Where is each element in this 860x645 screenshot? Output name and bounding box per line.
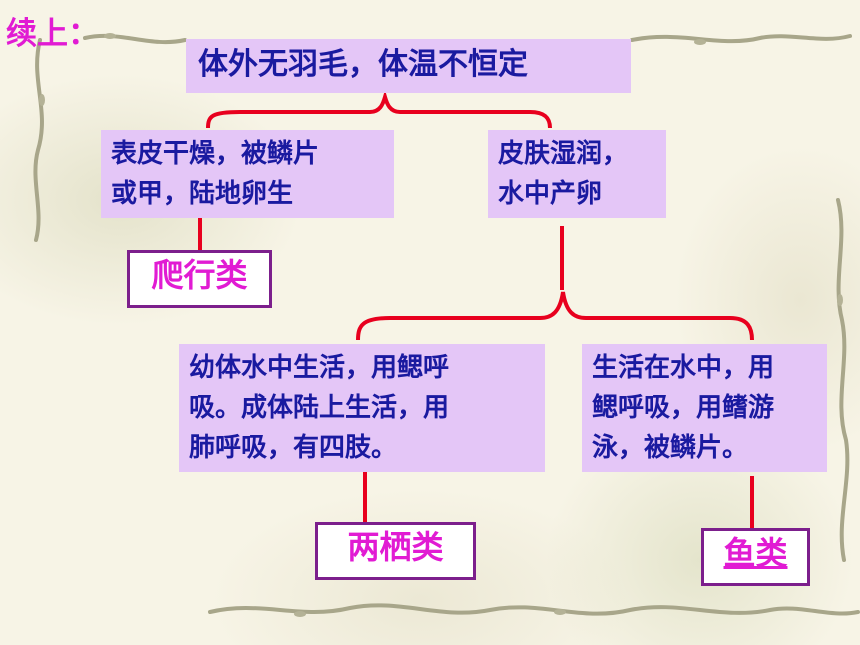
moist-skin-line-1: 皮肤湿润，: [498, 139, 629, 169]
dry-skin-line-2: 或甲，陆地卵生: [111, 179, 294, 209]
dry-skin-node: 表皮干燥，被鳞片 或甲，陆地卵生: [101, 130, 394, 218]
dry-skin-line-1: 表皮干燥，被鳞片: [111, 139, 320, 169]
moist-skin-node: 皮肤湿润， 水中产卵: [488, 130, 666, 218]
brace-top: [206, 89, 552, 129]
class-amphibians-label: 两栖类: [347, 528, 444, 566]
class-amphibians: 两栖类: [315, 522, 476, 580]
fish-desc-line-2: 鳃呼吸，用鳍游: [592, 393, 775, 423]
class-fish-label: 鱼类: [723, 534, 788, 572]
class-reptiles: 爬行类: [127, 250, 272, 308]
root-node-text: 体外无羽毛，体温不恒定: [198, 47, 528, 82]
amphibian-desc-line-1: 幼体水中生活，用鳃呼: [189, 353, 450, 383]
root-node: 体外无羽毛，体温不恒定: [186, 39, 631, 93]
continued-label: 续上：: [6, 16, 99, 52]
class-reptiles-label: 爬行类: [151, 256, 248, 294]
amphibian-desc-line-2: 吸。成体陆上生活，用: [189, 393, 450, 423]
moist-skin-line-2: 水中产卵: [498, 179, 603, 209]
amphibian-desc-node: 幼体水中生活，用鳃呼 吸。成体陆上生活，用 肺呼吸，有四肢。: [179, 344, 545, 472]
amphibian-desc-line-3: 肺呼吸，有四肢。: [189, 433, 398, 463]
class-fish: 鱼类: [701, 528, 810, 586]
fish-desc-line-1: 生活在水中，用: [592, 353, 775, 383]
fish-desc-line-3: 泳，被鳞片。: [592, 433, 749, 463]
brace-bottom: [356, 291, 754, 341]
fish-desc-node: 生活在水中，用 鳃呼吸，用鳍游 泳，被鳞片。: [582, 344, 827, 472]
